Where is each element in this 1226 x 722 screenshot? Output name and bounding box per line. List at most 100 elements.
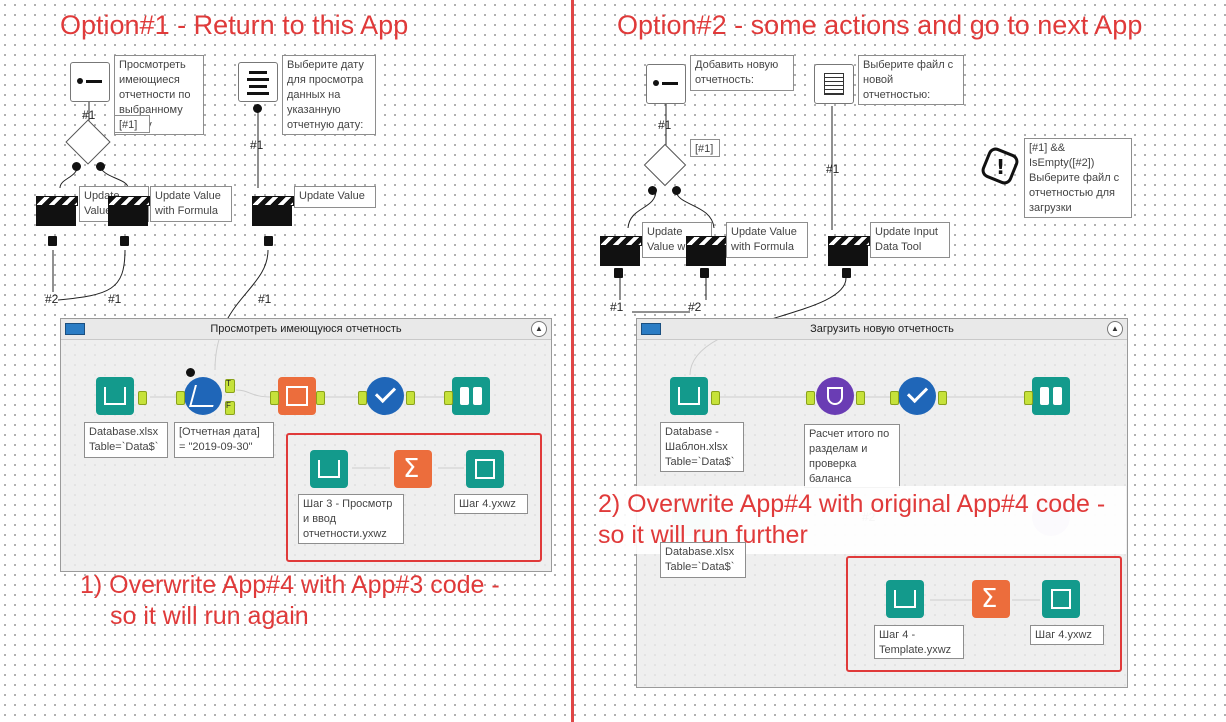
lightning-anchor-icon xyxy=(842,268,851,278)
book-icon xyxy=(894,590,916,608)
collapse-icon[interactable]: ▲ xyxy=(1107,321,1123,337)
container-header: Просмотреть имеющуюся отчетность ▲ xyxy=(61,319,551,340)
true-anchor-icon xyxy=(72,162,81,171)
filter-tool[interactable] xyxy=(184,377,222,415)
binoculars-icon xyxy=(1040,387,1049,405)
clapper-body xyxy=(600,246,640,266)
book-icon xyxy=(104,387,126,405)
collapse-icon[interactable]: ▲ xyxy=(531,321,547,337)
radio-line-icon xyxy=(86,80,102,83)
test-tool-right[interactable] xyxy=(898,377,936,415)
clapper-icon xyxy=(686,236,728,246)
condition-label: [#1] xyxy=(114,115,150,133)
check-icon xyxy=(906,381,929,404)
clapper-icon xyxy=(600,236,642,246)
summarize-tool-right[interactable]: Σ xyxy=(972,580,1010,618)
browse-tool-right[interactable] xyxy=(1032,377,1070,415)
output-tool-step4-right[interactable] xyxy=(1042,580,1080,618)
output-tool-step4[interactable] xyxy=(466,450,504,488)
table-icon xyxy=(286,386,308,406)
action-tool-r2[interactable] xyxy=(686,236,728,266)
lightning-anchor-icon xyxy=(264,236,273,246)
conn-label: #1 xyxy=(108,292,122,306)
step4-label: Шаг 4.yxwz xyxy=(454,494,528,514)
date-line-icon xyxy=(249,85,267,88)
date-line-icon xyxy=(247,92,269,95)
input-anchor xyxy=(270,391,279,405)
input-anchor xyxy=(806,391,815,405)
container-toggle[interactable] xyxy=(641,323,661,335)
action-tool-r1[interactable] xyxy=(600,236,642,266)
conn-label: #2 xyxy=(688,300,702,314)
document-icon xyxy=(475,459,495,479)
clapper-body xyxy=(252,206,292,226)
action-tool-3[interactable] xyxy=(252,196,294,226)
comment-select-file: Выберите файл с новой отчетностью: xyxy=(858,55,964,105)
input-anchor xyxy=(1024,391,1033,405)
false-output-anchor xyxy=(225,401,235,415)
action-label-3: Update Value xyxy=(294,186,376,208)
output-anchor xyxy=(711,391,720,405)
formula-tool[interactable] xyxy=(816,377,854,415)
action-tool-2[interactable] xyxy=(108,196,150,226)
action-tool-r3[interactable] xyxy=(828,236,870,266)
file-icon xyxy=(824,73,844,95)
clapper-icon xyxy=(36,196,78,206)
input-tool-step3[interactable] xyxy=(310,450,348,488)
conn-label: #1 xyxy=(610,300,624,314)
comment-select-date: Выберите дату для просмотра данных на ук… xyxy=(282,55,376,135)
input-anchor xyxy=(444,391,453,405)
clapper-body xyxy=(828,246,868,266)
note-left-line2: so it will run again xyxy=(110,602,309,630)
clapper-body xyxy=(36,206,76,226)
container-title: Просмотреть имеющуюся отчетность xyxy=(210,323,402,335)
clapper-icon xyxy=(828,236,870,246)
conn-label: #1 xyxy=(258,292,272,306)
input-tool-database[interactable] xyxy=(96,377,134,415)
output-anchor xyxy=(856,391,865,405)
browse-tool[interactable] xyxy=(452,377,490,415)
conn-label: #1 xyxy=(826,162,840,176)
highlight-box-right xyxy=(846,556,1122,672)
input-anchor xyxy=(358,391,367,405)
container-toggle[interactable] xyxy=(65,323,85,335)
input-anchor xyxy=(176,391,185,405)
note-left-line1: 1) Overwrite App#4 with App#3 code - xyxy=(80,571,500,599)
layout-tool[interactable] xyxy=(278,377,316,415)
container-title: Загрузить новую отчетность xyxy=(810,323,954,335)
radio-button-tool[interactable] xyxy=(70,62,110,102)
comment-add-report: Добавить новую отчетность: xyxy=(690,55,794,91)
summarize-tool[interactable]: Σ xyxy=(394,450,432,488)
date-line-icon xyxy=(247,78,269,81)
input-label-database-right: Database.xlsx Table=`Data$` xyxy=(660,542,746,578)
filter-icon xyxy=(189,385,219,407)
sigma-icon: Σ xyxy=(981,584,998,614)
clapper-icon xyxy=(252,196,294,206)
flask-icon xyxy=(827,387,843,405)
action-tool-1[interactable] xyxy=(36,196,78,226)
file-browse-tool[interactable] xyxy=(814,64,854,104)
input-label-database: Database.xlsx Table=`Data$` xyxy=(84,422,168,458)
check-icon xyxy=(374,381,397,404)
date-tool[interactable] xyxy=(238,62,278,102)
radio-button-tool-right[interactable] xyxy=(646,64,686,104)
input-tool-step4-template[interactable] xyxy=(886,580,924,618)
output-anchor xyxy=(938,391,947,405)
lightning-anchor-icon xyxy=(700,268,709,278)
true-mark: T xyxy=(226,379,231,388)
filter-label: [Отчетная дата] = "2019-09-30" xyxy=(174,422,274,458)
question-anchor-icon xyxy=(253,104,262,113)
formula-label: Расчет итого по разделам и проверка бала… xyxy=(804,424,900,488)
input-tool-template[interactable] xyxy=(670,377,708,415)
panel-divider xyxy=(571,0,574,722)
binoculars-icon xyxy=(460,387,469,405)
false-mark: F xyxy=(226,401,231,410)
step4-template-label: Шаг 4 - Template.yxwz xyxy=(874,625,964,659)
test-tool[interactable] xyxy=(366,377,404,415)
output-anchor xyxy=(138,391,147,405)
sigma-icon: Σ xyxy=(403,454,420,484)
radio-line-icon xyxy=(662,82,678,85)
input-label-template: Database - Шаблон.xlsx Table=`Data$` xyxy=(660,422,744,472)
clapper-icon xyxy=(108,196,150,206)
true-anchor-icon xyxy=(648,186,657,195)
